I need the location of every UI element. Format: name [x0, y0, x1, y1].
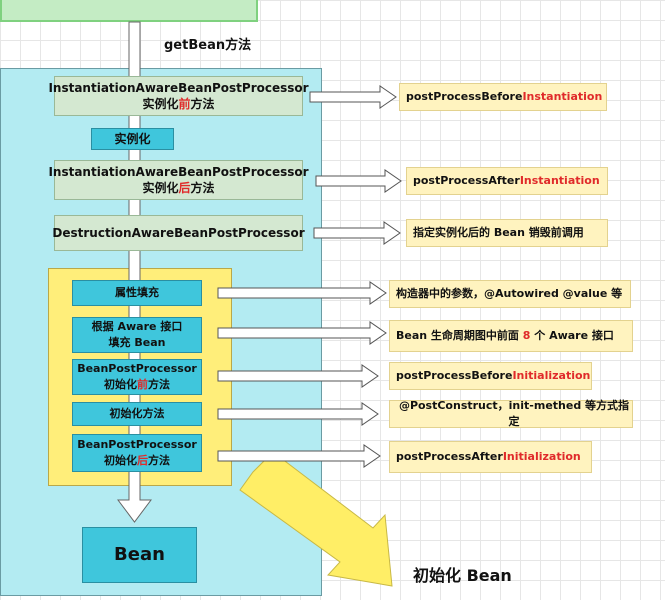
arrow-6	[217, 364, 379, 388]
arrow-8	[217, 444, 381, 468]
note-aware: Bean 生命周期图中前面 8 个 Aware 接口	[389, 320, 633, 352]
arrow-2	[315, 169, 402, 193]
get-bean-label: getBean方法	[164, 38, 252, 53]
ibpp-before-line1: InstantiationAwareBeanPostProcessor	[48, 81, 309, 95]
big-yellow-arrow	[239, 451, 393, 587]
ibpp-before-line2: 实例化前方法	[142, 97, 215, 111]
ibpp-after-line1: InstantiationAwareBeanPostProcessor	[48, 165, 309, 179]
note-after-initialization: postProcessAfterInitialization	[389, 441, 592, 473]
destruction-box: DestructionAwareBeanPostProcessor	[52, 215, 305, 251]
bean-box: Bean	[82, 527, 197, 583]
aware-line2: 填充 Bean	[108, 336, 166, 349]
ibpp-before-box: InstantiationAwareBeanPostProcessor 实例化前…	[48, 76, 309, 116]
top-green-box	[0, 0, 258, 22]
bpp-before-box: BeanPostProcessor 初始化前方法	[72, 359, 202, 395]
bpp-after-box: BeanPostProcessor 初始化后方法	[72, 434, 202, 472]
arrow-3	[313, 221, 401, 245]
ibpp-after-line2: 实例化后方法	[142, 181, 215, 195]
aware-line1: 根据 Aware 接口	[91, 320, 183, 333]
note-destruction: 指定实例化后的 Bean 销毁前调用	[406, 219, 608, 247]
arrow-7	[217, 402, 379, 426]
bpp-before-line1: BeanPostProcessor	[77, 362, 197, 375]
populate-box: 属性填充	[72, 280, 202, 306]
init-method-box: 初始化方法	[72, 402, 202, 426]
bpp-after-line2: 初始化后方法	[104, 454, 170, 467]
ibpp-after-box: InstantiationAwareBeanPostProcessor 实例化后…	[48, 160, 309, 200]
arrow-5	[217, 321, 387, 345]
instantiate-box: 实例化	[91, 128, 174, 150]
note-before-initialization: postProcessBeforeInitialization	[389, 362, 592, 390]
note-before-instantiation: postProcessBeforeInstantiation	[399, 83, 607, 111]
note-populate: 构造器中的参数，@Autowired @value 等	[389, 280, 631, 308]
arrow-1	[309, 85, 397, 109]
bpp-before-line2: 初始化前方法	[104, 378, 170, 391]
aware-box: 根据 Aware 接口 填充 Bean	[72, 317, 202, 353]
init-bean-label: 初始化 Bean	[413, 566, 512, 585]
arrow-4	[217, 281, 387, 305]
note-after-instantiation: postProcessAfterInstantiation	[406, 167, 608, 195]
note-init-method: @PostConstruct，init-methed 等方式指定	[389, 399, 633, 428]
bpp-after-line1: BeanPostProcessor	[77, 438, 197, 451]
